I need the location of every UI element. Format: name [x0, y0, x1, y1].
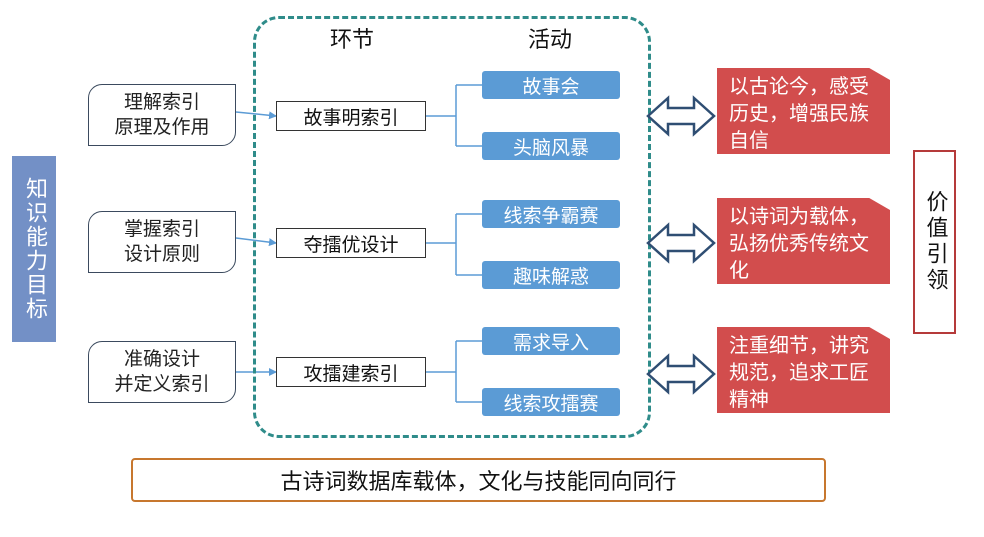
activity-1-1: 故事会	[482, 71, 620, 99]
activity-3-2: 线索攻擂赛	[482, 388, 620, 416]
stage-activity-frame	[253, 16, 651, 438]
goal-stage-arrow-1	[235, 111, 277, 120]
stage-3: 攻擂建索引	[276, 357, 426, 387]
value-box-3: 注重细节，讲究规范，追求工匠精神	[717, 327, 890, 413]
double-arrow-2	[646, 222, 716, 264]
goal-3: 准确设计 并定义索引	[88, 341, 236, 403]
stage-activity-bracket-1	[426, 84, 482, 147]
stage-1: 故事明索引	[276, 101, 426, 131]
stage-column-header: 环节	[330, 28, 375, 53]
goal-2: 掌握索引 设计原则	[88, 211, 236, 273]
activity-1-2: 头脑风暴	[482, 132, 620, 160]
stage-activity-bracket-3	[426, 340, 482, 403]
knowledge-ability-goal-label: 知识能力目标	[12, 156, 56, 342]
goal-stage-arrow-2	[235, 237, 277, 247]
activity-2-1: 线索争霸赛	[482, 200, 620, 228]
goal-1: 理解索引 原理及作用	[88, 84, 236, 146]
stage-2: 夺擂优设计	[276, 228, 426, 258]
double-arrow-3	[646, 353, 716, 395]
value-box-2: 以诗词为载体，弘扬优秀传统文化	[717, 198, 890, 284]
double-arrow-1	[646, 95, 716, 137]
activity-3-1: 需求导入	[482, 327, 620, 355]
activity-column-header: 活动	[528, 28, 573, 53]
bottom-banner: 古诗词数据库载体，文化与技能同向同行	[131, 458, 826, 502]
stage-activity-bracket-2	[426, 213, 482, 276]
activity-2-2: 趣味解惑	[482, 261, 620, 289]
value-guidance-label: 价值引领	[913, 150, 956, 334]
value-box-1: 以古论今，感受历史，增强民族自信	[717, 68, 890, 154]
